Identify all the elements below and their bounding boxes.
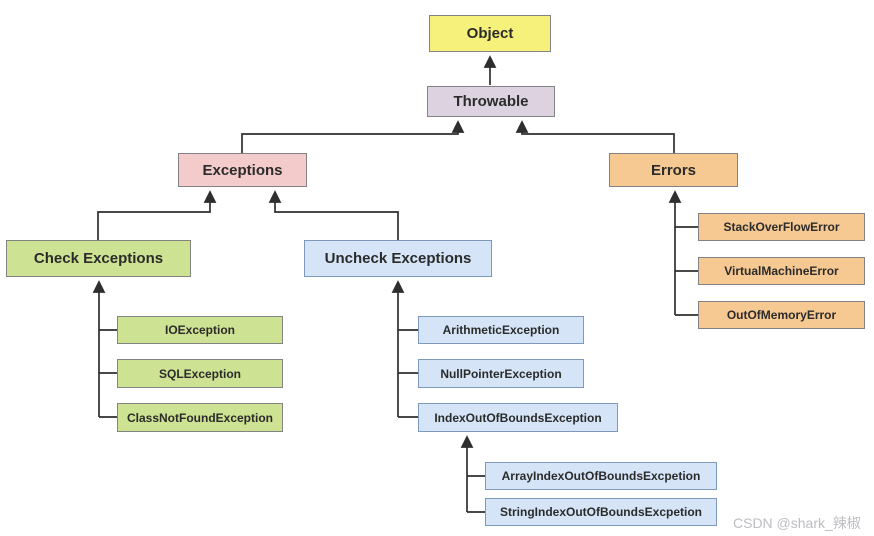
node-stack-overflow-error: StackOverFlowError bbox=[698, 213, 865, 241]
node-sql-exception: SQLException bbox=[117, 359, 283, 388]
node-virtual-machine-error: VirtualMachineError bbox=[698, 257, 865, 285]
node-uncheck-exceptions: Uncheck Exceptions bbox=[304, 240, 492, 277]
node-check-exceptions: Check Exceptions bbox=[6, 240, 191, 277]
node-io-exception: IOException bbox=[117, 316, 283, 344]
node-array-index-out-of-bounds-excpetion: ArrayIndexOutOfBoundsExcpetion bbox=[485, 462, 717, 490]
node-class-not-found-exception: ClassNotFoundException bbox=[117, 403, 283, 432]
node-null-pointer-exception: NullPointerException bbox=[418, 359, 584, 388]
node-exceptions: Exceptions bbox=[178, 153, 307, 187]
node-errors: Errors bbox=[609, 153, 738, 187]
csdn-watermark: CSDN @shark_辣椒 bbox=[733, 515, 861, 531]
node-arithmetic-exception: ArithmeticException bbox=[418, 316, 584, 344]
node-index-out-of-bounds-exception: IndexOutOfBoundsException bbox=[418, 403, 618, 432]
node-out-of-memory-error: OutOfMemoryError bbox=[698, 301, 865, 329]
node-string-index-out-of-bounds-excpetion: StringIndexOutOfBoundsExcpetion bbox=[485, 498, 717, 526]
node-object: Object bbox=[429, 15, 551, 52]
node-throwable: Throwable bbox=[427, 86, 555, 117]
